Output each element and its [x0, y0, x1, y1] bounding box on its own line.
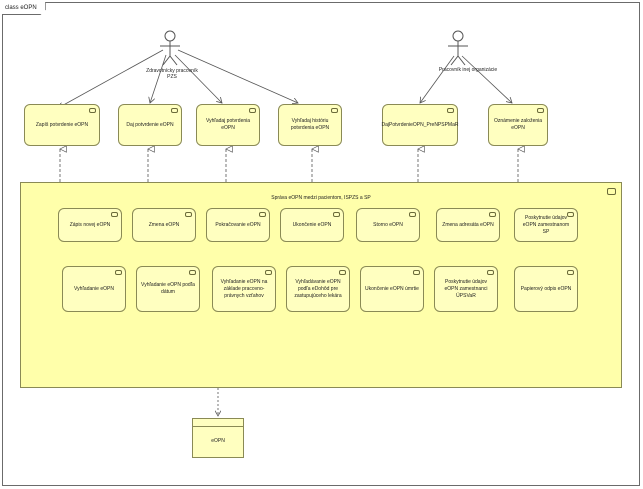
service-icon [339, 270, 346, 275]
service-label: Ukončenie eOPN [292, 221, 332, 228]
service-label: Zápis novej eOPN [69, 221, 111, 228]
service-label: Ukončenie eOPN úmrtie [365, 285, 419, 292]
service-label: Vyhľadanie eOPN na základe pracovno-práv… [220, 278, 268, 299]
service-zmena[interactable]: Zmena eOPN [132, 208, 196, 242]
service-label: Papierový odpis eOPN [520, 285, 572, 292]
service-poskytnutie-sp[interactable]: Poskytnutie údajov eOPN zamestnanom SP [514, 208, 578, 242]
service-storno[interactable]: Storno eOPN [356, 208, 420, 242]
interface-zapis-potvrdenie[interactable]: Zapíš potvrdenie eOPN [24, 104, 100, 146]
service-icon [249, 108, 256, 113]
interface-label: Vyhľadaj históriu potvrdenia eOPN [290, 118, 330, 131]
service-label: Zmena eOPN [148, 221, 180, 228]
interface-label: Oznámenie založenia eOPN [493, 118, 543, 131]
service-pokracovanie[interactable]: Pokračovanie eOPN [206, 208, 270, 242]
data-object-eopn[interactable]: eOPN [192, 418, 244, 458]
service-icon [413, 270, 420, 275]
interface-vyhladaj-historiu[interactable]: Vyhľadaj históriu potvrdenia eOPN [278, 104, 342, 146]
data-object-header [193, 419, 243, 427]
service-icon [489, 212, 496, 217]
service-label: Poskytnutie údajov eOPN zamestnanom SP [522, 214, 570, 235]
interface-daj-potvrdenie-npspmar[interactable]: DajPotvrdenieOPN_PreNPSPMaR [382, 104, 459, 146]
service-label: Poskytnutie údajov eOPN zamestnanci ÚPSV… [444, 278, 488, 299]
service-icon [189, 270, 196, 275]
service-icon [567, 212, 574, 217]
service-icon [259, 212, 266, 217]
service-icon [111, 212, 118, 217]
service-label: Storno eOPN [373, 221, 403, 228]
actor-label-1: Zdravotnícky pracovník PZS [146, 68, 198, 80]
frame-title: class eOPN [2, 2, 46, 15]
service-zmena-adresata[interactable]: Zmena adresáta eOPN [436, 208, 500, 242]
service-icon [333, 212, 340, 217]
service-label: Vyhľadanie eOPN [74, 285, 114, 292]
interface-daj-potvrdenie[interactable]: Daj potvrdenie eOPN [118, 104, 182, 146]
service-icon [567, 270, 574, 275]
actor-figure-1 [160, 30, 180, 66]
service-label: Zmena adresáta eOPN [442, 221, 494, 228]
service-icon [89, 108, 96, 113]
realization-links [59, 145, 525, 182]
service-vyhladavanie-edohod[interactable]: Vyhľadávanie eOPN podľa eDohôd pre zastu… [286, 266, 350, 312]
service-icon [331, 108, 338, 113]
actor-label-2: Pracovník inej organizácie [438, 67, 498, 73]
actor2-associations [420, 55, 512, 103]
service-vyhladanie[interactable]: Vyhľadanie eOPN [62, 266, 126, 312]
service-ukoncenie-umrtie[interactable]: Ukončenie eOPN úmrtie [360, 266, 424, 312]
service-label: Vyhľadávanie eOPN podľa eDohôd pre zastu… [294, 278, 342, 299]
service-icon [537, 108, 544, 113]
service-label: Vyhľadanie eOPN podľa dátum [141, 282, 195, 295]
interface-oznamenie-zalozenia[interactable]: Oznámenie založenia eOPN [488, 104, 548, 146]
service-poskytnutie-upsvar[interactable]: Poskytnutie údajov eOPN zamestnanci ÚPSV… [434, 266, 498, 312]
service-icon [409, 212, 416, 217]
interface-label: Daj potvrdenie eOPN [126, 121, 174, 128]
interface-label: DajPotvrdenieOPN_PreNPSPMaR [381, 121, 459, 128]
service-icon [185, 212, 192, 217]
service-ukoncenie[interactable]: Ukončenie eOPN [280, 208, 344, 242]
service-icon [487, 270, 494, 275]
service-icon [265, 270, 272, 275]
service-zapis-novej[interactable]: Zápis novej eOPN [58, 208, 122, 242]
actor1-associations [58, 49, 298, 108]
service-vyhladanie-ppv[interactable]: Vyhľadanie eOPN na základe pracovno-práv… [212, 266, 276, 312]
service-icon [447, 108, 454, 113]
container-title: Správa eOPN medzi pacientom, ISPZS a SP [271, 195, 371, 201]
interface-vyhladaj-potvrdenia[interactable]: Vyhľadaj potvrdenia eOPN [196, 104, 260, 146]
service-vyhladanie-datum[interactable]: Vyhľadanie eOPN podľa dátum [136, 266, 200, 312]
actor-figure-2 [448, 30, 468, 66]
service-papierovy-odpis[interactable]: Papierový odpis eOPN [514, 266, 578, 312]
service-label: Pokračovanie eOPN [215, 221, 261, 228]
interface-label: Zapíš potvrdenie eOPN [35, 121, 89, 128]
data-object-label: eOPN [211, 438, 225, 444]
service-icon [171, 108, 178, 113]
service-icon [115, 270, 122, 275]
service-icon [607, 188, 616, 195]
interface-label: Vyhľadaj potvrdenia eOPN [205, 118, 251, 131]
